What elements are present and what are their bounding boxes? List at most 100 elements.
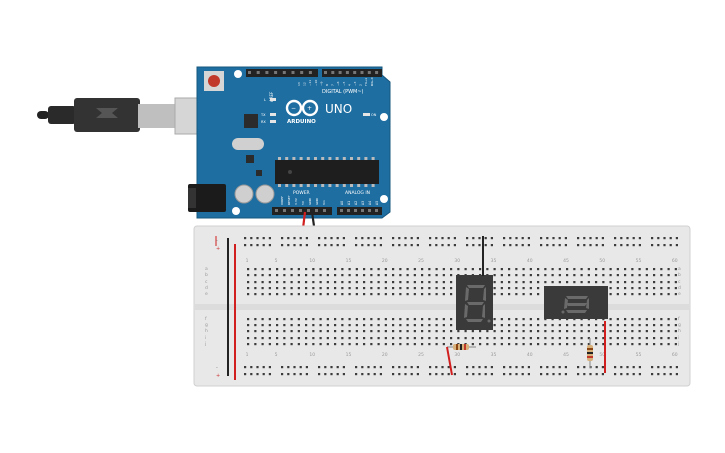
breadboard-hole[interactable]: [421, 268, 424, 271]
breadboard-hole[interactable]: [319, 274, 322, 277]
rail-hole[interactable]: [299, 237, 302, 240]
breadboard-hole[interactable]: [312, 268, 315, 271]
breadboard-hole[interactable]: [297, 274, 300, 277]
breadboard-hole[interactable]: [587, 343, 590, 346]
breadboard-hole[interactable]: [515, 324, 518, 327]
rail-hole[interactable]: [626, 366, 629, 369]
breadboard-hole[interactable]: [645, 337, 648, 340]
pin-hole[interactable]: [307, 209, 310, 212]
breadboard-hole[interactable]: [428, 287, 431, 290]
breadboard-hole[interactable]: [341, 330, 344, 333]
rail-hole[interactable]: [558, 366, 561, 369]
breadboard-hole[interactable]: [442, 281, 445, 284]
breadboard-hole[interactable]: [624, 293, 627, 296]
breadboard-hole[interactable]: [609, 324, 612, 327]
breadboard-hole[interactable]: [508, 337, 511, 340]
breadboard-hole[interactable]: [276, 287, 279, 290]
breadboard-hole[interactable]: [254, 337, 257, 340]
rail-hole[interactable]: [577, 373, 580, 376]
breadboard-hole[interactable]: [508, 343, 511, 346]
breadboard-hole[interactable]: [363, 318, 366, 321]
rail-hole[interactable]: [318, 237, 321, 240]
rail-hole[interactable]: [293, 237, 296, 240]
rail-hole[interactable]: [373, 373, 376, 376]
rail-hole[interactable]: [256, 244, 259, 247]
breadboard-hole[interactable]: [334, 268, 337, 271]
breadboard-hole[interactable]: [616, 274, 619, 277]
breadboard-hole[interactable]: [283, 343, 286, 346]
rail-hole[interactable]: [361, 237, 364, 240]
breadboard-hole[interactable]: [399, 337, 402, 340]
breadboard-hole[interactable]: [450, 281, 453, 284]
breadboard-hole[interactable]: [268, 293, 271, 296]
pin-hole[interactable]: [340, 209, 343, 212]
breadboard-hole[interactable]: [515, 330, 518, 333]
breadboard-hole[interactable]: [283, 293, 286, 296]
rail-hole[interactable]: [515, 366, 518, 369]
rail-hole[interactable]: [675, 366, 678, 369]
breadboard-hole[interactable]: [312, 318, 315, 321]
breadboard-hole[interactable]: [558, 330, 561, 333]
rail-hole[interactable]: [330, 373, 333, 376]
breadboard-hole[interactable]: [384, 287, 387, 290]
breadboard-hole[interactable]: [660, 274, 663, 277]
breadboard-hole[interactable]: [638, 293, 641, 296]
breadboard-hole[interactable]: [464, 337, 467, 340]
breadboard-hole[interactable]: [290, 330, 293, 333]
breadboard-hole[interactable]: [254, 268, 257, 271]
breadboard-hole[interactable]: [609, 293, 612, 296]
breadboard-hole[interactable]: [558, 318, 561, 321]
breadboard-hole[interactable]: [290, 293, 293, 296]
breadboard-hole[interactable]: [341, 293, 344, 296]
breadboard-hole[interactable]: [457, 330, 460, 333]
breadboard-hole[interactable]: [529, 268, 532, 271]
rail-hole[interactable]: [392, 373, 395, 376]
rail-hole[interactable]: [453, 244, 456, 247]
rail-hole[interactable]: [447, 373, 450, 376]
pin-hole[interactable]: [367, 71, 371, 74]
breadboard-hole[interactable]: [667, 337, 670, 340]
rail-hole[interactable]: [324, 244, 327, 247]
breadboard-hole[interactable]: [305, 274, 308, 277]
breadboard-hole[interactable]: [624, 274, 627, 277]
breadboard-hole[interactable]: [522, 274, 525, 277]
rail-hole[interactable]: [379, 373, 382, 376]
breadboard-hole[interactable]: [609, 287, 612, 290]
breadboard-hole[interactable]: [276, 337, 279, 340]
breadboard-hole[interactable]: [660, 330, 663, 333]
breadboard-hole[interactable]: [508, 318, 511, 321]
breadboard-hole[interactable]: [638, 337, 641, 340]
rail-hole[interactable]: [503, 373, 506, 376]
breadboard-hole[interactable]: [653, 343, 656, 346]
breadboard-hole[interactable]: [276, 281, 279, 284]
breadboard-hole[interactable]: [297, 281, 300, 284]
breadboard-hole[interactable]: [508, 268, 511, 271]
rail-hole[interactable]: [416, 366, 419, 369]
breadboard-hole[interactable]: [450, 318, 453, 321]
rail-hole[interactable]: [589, 237, 592, 240]
breadboard-hole[interactable]: [645, 343, 648, 346]
breadboard-hole[interactable]: [341, 318, 344, 321]
breadboard-hole[interactable]: [370, 330, 373, 333]
rail-hole[interactable]: [626, 244, 629, 247]
rail-hole[interactable]: [669, 244, 672, 247]
breadboard-hole[interactable]: [515, 293, 518, 296]
breadboard-hole[interactable]: [609, 337, 612, 340]
breadboard-hole[interactable]: [312, 324, 315, 327]
rail-hole[interactable]: [447, 237, 450, 240]
rail-hole[interactable]: [287, 366, 290, 369]
rail-hole[interactable]: [392, 366, 395, 369]
breadboard-hole[interactable]: [384, 268, 387, 271]
breadboard-hole[interactable]: [558, 343, 561, 346]
breadboard-hole[interactable]: [595, 337, 598, 340]
breadboard-hole[interactable]: [631, 281, 634, 284]
rail-hole[interactable]: [404, 244, 407, 247]
breadboard-hole[interactable]: [508, 274, 511, 277]
breadboard-hole[interactable]: [326, 324, 329, 327]
breadboard-hole[interactable]: [421, 274, 424, 277]
breadboard-hole[interactable]: [493, 318, 496, 321]
rail-hole[interactable]: [632, 244, 635, 247]
rail-hole[interactable]: [527, 244, 530, 247]
breadboard-hole[interactable]: [326, 293, 329, 296]
